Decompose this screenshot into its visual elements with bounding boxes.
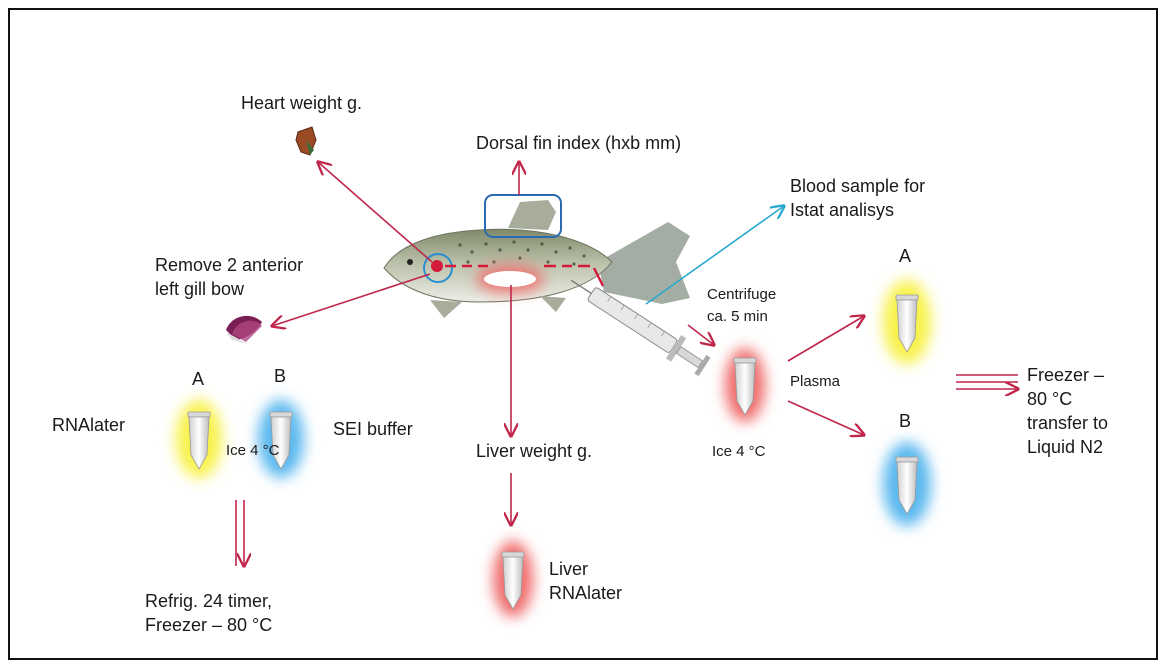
tube-b-left-label: B	[274, 364, 286, 388]
arrow-to-gill	[272, 274, 430, 326]
blood-sample-label-line1: Blood sample for	[790, 174, 925, 198]
gill-label-line2: left gill bow	[155, 277, 244, 301]
liver-tube-label-line1: Liver	[549, 557, 588, 581]
centrifuge-label-line1: Centrifuge	[707, 285, 776, 305]
liver-tube-label-line2: RNAlater	[549, 581, 622, 605]
freezer-label-line2: 80 °C	[1027, 387, 1072, 411]
refrig-label-line2: Freezer – 80 °C	[145, 613, 272, 637]
refrig-label-line1: Refrig. 24 timer,	[145, 589, 272, 613]
arrow-plasma-b	[788, 401, 864, 435]
tube-a-right-label: A	[899, 244, 911, 268]
arrow-plasma-a	[788, 316, 864, 361]
gill-icon	[226, 316, 262, 344]
dorsal-fin-label: Dorsal fin index (hxb mm)	[476, 131, 681, 155]
liver-weight-label: Liver weight g.	[476, 439, 592, 463]
rnalater-label: RNAlater	[52, 413, 125, 437]
centrifuge-label-line2: ca. 5 min	[707, 307, 768, 327]
heart-dot	[431, 260, 443, 272]
heart-weight-label: Heart weight g.	[241, 91, 362, 115]
arrow-to-heart	[318, 162, 432, 262]
blood-sample-label-line2: Istat analisys	[790, 198, 894, 222]
fish-illustration	[384, 200, 690, 318]
tube-b-right-label: B	[899, 409, 911, 433]
arrow-to-centrifuge	[688, 325, 714, 345]
gill-label-line1: Remove 2 anterior	[155, 253, 303, 277]
freezer-label-line4: Liquid N2	[1027, 435, 1103, 459]
ice-left-label: Ice 4 °C	[226, 441, 280, 461]
tube-a-left-label: A	[192, 367, 204, 391]
sei-buffer-label: SEI buffer	[333, 417, 413, 441]
freezer-label-line1: Freezer –	[1027, 363, 1104, 387]
freezer-label-line3: transfer to	[1027, 411, 1108, 435]
plasma-label: Plasma	[790, 372, 840, 392]
ice-right-label: Ice 4 °C	[712, 442, 766, 462]
